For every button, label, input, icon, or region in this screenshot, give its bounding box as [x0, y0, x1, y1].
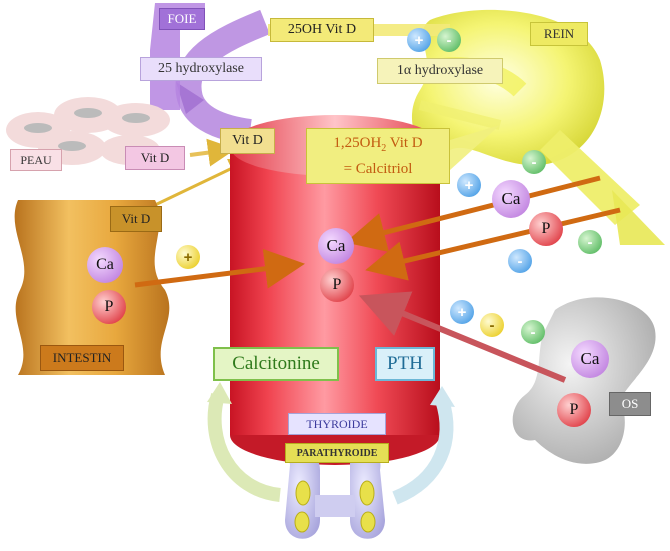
kidney-ca-plus-icon: +: [457, 173, 481, 197]
kidney-top-plus-icon: +: [407, 28, 431, 52]
bone-minus-yellow-icon: -: [480, 313, 504, 337]
blood-phosphate-ion: P: [320, 268, 354, 302]
bone-plus-icon: +: [450, 300, 474, 324]
bone-shape: [512, 297, 656, 464]
calcitriol-label: 1,25OH2 Vit D = Calcitriol: [306, 128, 450, 184]
kidney-calcium-ion: Ca: [492, 180, 530, 218]
bone-label: OS: [609, 392, 651, 416]
calcitonin-label: Calcitonine: [213, 347, 339, 381]
thyroid-gland: [285, 448, 385, 539]
kidney-ca-minus-icon: -: [522, 150, 546, 174]
calcitriol-formula: 1,25OH2 Vit D: [333, 135, 423, 154]
intestine-vitamin-d-label: Vit D: [110, 206, 162, 232]
intestine-phosphate-ion: P: [92, 290, 126, 324]
kidney-phosphate-ion: P: [529, 212, 563, 246]
liver-label: FOIE: [159, 8, 205, 30]
vitamin-d-label: Vit D: [220, 128, 275, 154]
bone-minus-green-icon: -: [521, 320, 545, 344]
kidney-p-minus-blue-icon: -: [508, 249, 532, 273]
intestine-label: INTESTIN: [40, 345, 124, 371]
blood-calcium-ion: Ca: [318, 228, 354, 264]
skin-label: PEAU: [10, 149, 62, 171]
intestine-shape: [14, 200, 170, 375]
calcitriol-name: = Calcitriol: [343, 161, 413, 177]
1-alpha-hydroxylase-label: 1α hydroxylase: [377, 58, 503, 84]
kidney-label: REIN: [530, 22, 588, 46]
pth-label: PTH: [375, 347, 435, 381]
skin-vitamin-d-label: Vit D: [125, 146, 185, 170]
parathyroid-label: PARATHYROIDE: [285, 443, 389, 463]
25oh-vitamin-d-label: 25OH Vit D: [270, 18, 374, 42]
intestine-plus-icon: +: [176, 245, 200, 269]
kidney-p-minus-icon: -: [578, 230, 602, 254]
bone-calcium-ion: Ca: [571, 340, 609, 378]
25-hydroxylase-label: 25 hydroxylase: [140, 57, 262, 81]
bone-phosphate-ion: P: [557, 393, 591, 427]
intestine-calcium-ion: Ca: [87, 247, 123, 283]
kidney-top-minus-icon: -: [437, 28, 461, 52]
thyroid-label: THYROIDE: [288, 413, 386, 435]
